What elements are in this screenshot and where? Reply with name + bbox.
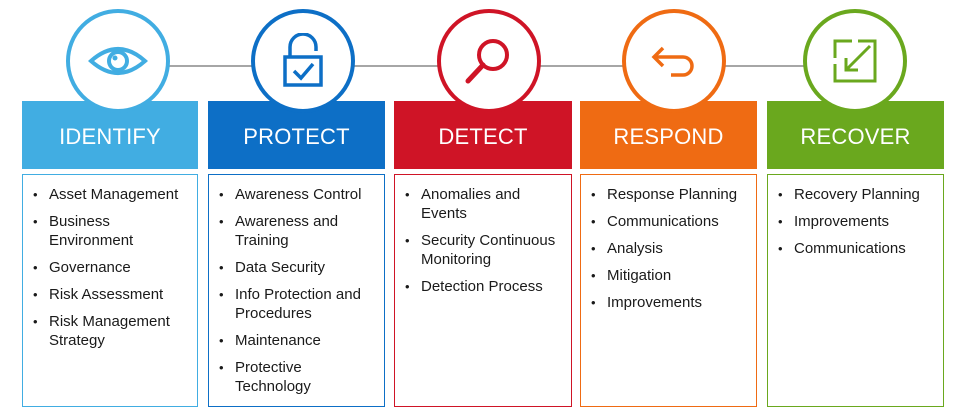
list-item: Info Protection and Procedures (219, 285, 376, 323)
circle-identify (66, 9, 170, 113)
list-item: Data Security (219, 258, 376, 277)
padlock-check-icon (280, 33, 326, 89)
list-item: Mitigation (591, 266, 748, 285)
list-item: Improvements (778, 212, 935, 231)
function-title: DETECT (438, 124, 528, 149)
function-title: RESPOND (613, 124, 724, 149)
list-item: Protective Technology (219, 358, 376, 396)
magnifier-icon (461, 33, 517, 89)
recover-arrow-box-icon (830, 36, 880, 86)
function-title: RECOVER (800, 124, 911, 149)
list-item: Detection Process (405, 277, 563, 296)
circle-recover (803, 9, 907, 113)
list-item: Communications (778, 239, 935, 258)
list-item: Improvements (591, 293, 748, 312)
circle-respond (622, 9, 726, 113)
function-title: IDENTIFY (59, 124, 161, 149)
list-item: Anomalies and Events (405, 185, 563, 223)
list-item: Risk Assessment (33, 285, 189, 304)
items-box-recover: Recovery Planning Improvements Communica… (767, 174, 944, 407)
list-item: Maintenance (219, 331, 376, 350)
list-item: Awareness Control (219, 185, 376, 204)
list-item: Risk Management Strategy (33, 312, 189, 350)
list-item: Governance (33, 258, 189, 277)
items-box-protect: Awareness Control Awareness and Training… (208, 174, 385, 407)
function-title: PROTECT (243, 124, 350, 149)
list-item: Response Planning (591, 185, 748, 204)
list-item: Awareness and Training (219, 212, 376, 250)
list-item: Asset Management (33, 185, 189, 204)
items-box-respond: Response Planning Communications Analysi… (580, 174, 757, 407)
list-item: Business Environment (33, 212, 189, 250)
list-item: Security Continuous Monitoring (405, 231, 563, 269)
eye-icon (88, 41, 148, 81)
return-arrow-icon (649, 43, 699, 79)
list-item: Analysis (591, 239, 748, 258)
items-box-identify: Asset Management Business Environment Go… (22, 174, 198, 407)
circle-protect (251, 9, 355, 113)
list-item: Communications (591, 212, 748, 231)
items-box-detect: Anomalies and Events Security Continuous… (394, 174, 572, 407)
list-item: Recovery Planning (778, 185, 935, 204)
circle-detect (437, 9, 541, 113)
